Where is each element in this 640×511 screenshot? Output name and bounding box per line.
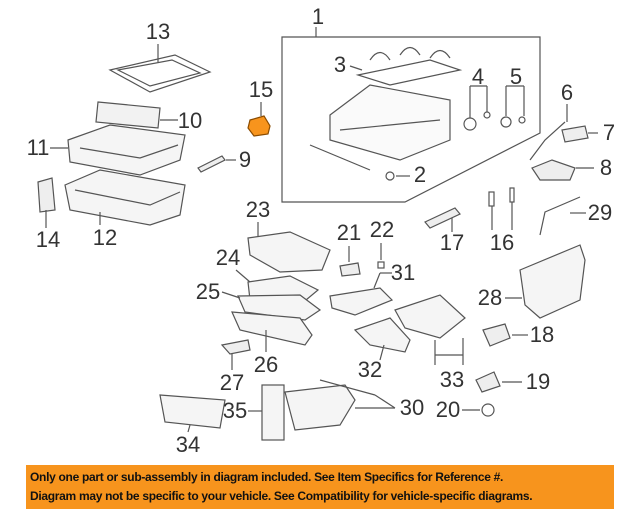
callout-19: 19	[525, 369, 551, 394]
part-9-pin	[197, 155, 226, 173]
callout-32: 32	[357, 357, 383, 382]
part-4	[463, 85, 491, 131]
callout-12: 12	[92, 225, 118, 250]
callout-5: 5	[509, 64, 523, 89]
part-30	[284, 384, 356, 431]
disclaimer-banner: Only one part or sub-assembly in diagram…	[26, 465, 614, 509]
callout-24: 24	[215, 245, 241, 270]
callout-16: 16	[489, 230, 515, 255]
banner-line-2: Diagram may not be specific to your vehi…	[30, 489, 533, 503]
callout-3: 3	[333, 52, 347, 77]
callout-7: 7	[602, 120, 616, 145]
part-33	[394, 294, 466, 339]
part-31	[329, 287, 394, 316]
assembly-frame	[281, 36, 541, 203]
part-35	[261, 384, 285, 441]
seat-frame	[329, 84, 451, 161]
callout-1: 1	[311, 4, 325, 29]
callout-23: 23	[245, 197, 271, 222]
callout-33: 33	[439, 367, 465, 392]
callout-17: 17	[439, 230, 465, 255]
part-20	[481, 403, 495, 417]
part-8	[531, 159, 576, 181]
part-13-frame	[108, 54, 212, 93]
callout-2: 2	[413, 162, 427, 187]
callout-11: 11	[26, 135, 50, 160]
part-23	[247, 231, 331, 273]
part-18	[482, 323, 511, 347]
part-27	[220, 339, 251, 355]
callout-6: 6	[560, 80, 574, 105]
callout-20: 20	[435, 397, 461, 422]
callout-14: 14	[35, 227, 61, 252]
part-17	[424, 207, 461, 229]
part-6-cable	[529, 121, 566, 161]
callout-8: 8	[599, 155, 613, 180]
part-28	[519, 244, 586, 319]
callout-9: 9	[238, 147, 252, 172]
part-34	[159, 394, 226, 429]
callout-31: 31	[390, 260, 416, 285]
part-29-cable	[539, 196, 581, 236]
callout-30: 30	[399, 395, 425, 420]
part-15-highlighted	[247, 115, 271, 137]
part-5	[500, 85, 526, 128]
callout-35: 35	[222, 398, 248, 423]
part-3-springs	[355, 46, 463, 86]
part-14-bracket	[37, 177, 56, 213]
callout-21: 21	[336, 220, 362, 245]
callout-28: 28	[477, 285, 503, 310]
part-12-pan	[64, 169, 186, 226]
banner-line-1: Only one part or sub-assembly in diagram…	[30, 470, 504, 484]
callout-27: 27	[219, 370, 245, 395]
callout-26: 26	[253, 352, 279, 377]
callout-25: 25	[195, 279, 221, 304]
callout-15: 15	[248, 77, 274, 102]
part-26	[231, 311, 313, 346]
part-16	[488, 187, 515, 230]
callout-29: 29	[587, 200, 613, 225]
callout-34: 34	[175, 432, 201, 457]
part-7	[561, 125, 589, 143]
part-19	[475, 371, 501, 393]
callout-4: 4	[471, 64, 485, 89]
part-11-cushion	[67, 124, 186, 176]
callout-10: 10	[177, 108, 203, 133]
callout-18: 18	[529, 322, 555, 347]
callout-22: 22	[369, 217, 395, 242]
part-10-pad	[95, 101, 161, 129]
part-21	[339, 262, 361, 277]
callout-13: 13	[145, 19, 171, 44]
part-22	[377, 261, 385, 269]
part-2-bolt	[309, 144, 395, 181]
part-32	[353, 317, 411, 353]
